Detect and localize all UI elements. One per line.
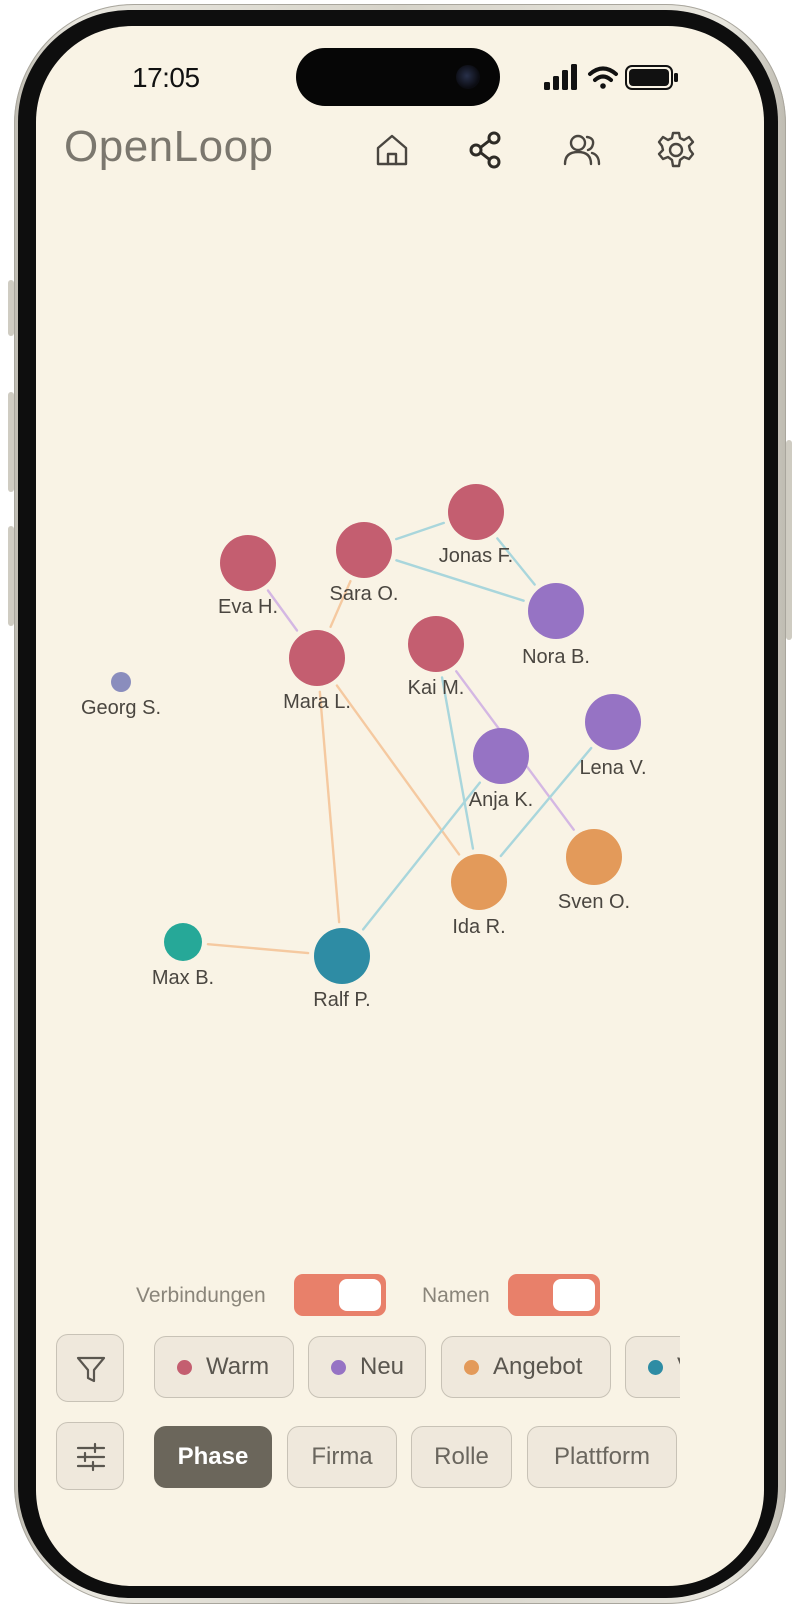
screen: 17:05 OpenLoop (36, 26, 764, 1586)
graph-node-label-georg: Georg S. (81, 697, 161, 719)
filter-button[interactable] (56, 1334, 124, 1402)
graph-edge-sara-jonas (394, 521, 446, 541)
graph-node-mara[interactable] (289, 630, 345, 686)
tab-firma[interactable]: Firma (287, 1426, 397, 1488)
wifi-icon (588, 66, 618, 89)
graph-node-sven[interactable] (566, 829, 622, 885)
users-icon[interactable] (562, 130, 602, 170)
signal-icon (544, 64, 577, 90)
toggle-knob (553, 1279, 595, 1311)
legend-chip-angebot[interactable]: Angebot (441, 1336, 611, 1398)
graph-node-label-sara: Sara O. (330, 583, 399, 605)
side-button-volume-down (8, 526, 14, 626)
graph-edge-sara-mara (329, 579, 352, 629)
graph-node-label-max: Max B. (152, 967, 214, 989)
color-dot (464, 1359, 479, 1375)
graph-node-max[interactable] (164, 923, 202, 961)
graph-edges (206, 521, 593, 955)
graph-node-label-anja: Anja K. (469, 789, 533, 811)
gear-icon[interactable] (656, 130, 696, 170)
color-dot (331, 1359, 346, 1375)
graph-node-label-ralf: Ralf P. (313, 989, 370, 1011)
graph-node-label-jonas: Jonas F. (439, 545, 513, 567)
app-title: OpenLoop (64, 122, 274, 171)
status-time: 17:05 (132, 62, 200, 93)
toggle-knob (339, 1279, 381, 1311)
graph-node-label-nora: Nora B. (522, 646, 590, 668)
network-graph[interactable]: Jonas F. Sara O. Eva H. Nora B. Mara L. Kai M… (36, 26, 764, 1586)
graph-edge-mara-ida (335, 684, 461, 856)
graph-edge-jonas-nora (496, 537, 536, 586)
battery-icon (625, 65, 678, 90)
status-icons (542, 62, 692, 94)
toggle-verbindungen[interactable] (294, 1274, 386, 1316)
toggle-namen[interactable] (508, 1274, 600, 1316)
graph-node-label-lena: Lena V. (579, 757, 646, 779)
graph-edge-kai-ida (440, 676, 475, 850)
graph-nodes: Jonas F. Sara O. Eva H. Nora B. Mara L. Kai M… (81, 484, 647, 1011)
graph-node-sara[interactable] (336, 522, 392, 578)
settings-button[interactable] (56, 1422, 124, 1490)
graph-edge-mara-ralf (318, 690, 341, 924)
graph-node-ida[interactable] (451, 854, 507, 910)
toggle-label-namen: Namen (422, 1284, 490, 1307)
graph-node-kai[interactable] (408, 616, 464, 672)
tab-plattform[interactable]: Plattform (527, 1426, 677, 1488)
chip-label: Neu (360, 1353, 405, 1380)
toggle-label-verbindungen: Verbindungen (136, 1284, 266, 1307)
chip-label: Warm (206, 1353, 270, 1380)
filter-icon (76, 1356, 106, 1383)
graph-node-jonas[interactable] (448, 484, 504, 540)
color-dot (177, 1359, 192, 1375)
graph-node-eva[interactable] (220, 535, 276, 591)
camera-icon (456, 65, 480, 89)
color-dot (648, 1359, 663, 1375)
graph-node-label-ida: Ida R. (452, 916, 505, 938)
dynamic-island (296, 48, 500, 106)
graph-node-georg[interactable] (111, 672, 131, 692)
legend-chip-strip[interactable]: Warm Neu Angebot V (154, 1336, 680, 1400)
graph-node-label-kai: Kai M. (408, 677, 465, 699)
graph-edge-lena-ida (499, 746, 593, 858)
graph-edge-max-ralf (206, 942, 310, 955)
side-button-power (786, 440, 792, 640)
chip-label: Angebot (493, 1353, 583, 1380)
home-icon[interactable] (372, 130, 412, 170)
tab-phase[interactable]: Phase (154, 1426, 272, 1488)
side-button-volume-up (8, 392, 14, 492)
legend-chip-v[interactable]: V (625, 1336, 680, 1398)
graph-edge-eva-mara (266, 589, 299, 632)
graph-node-nora[interactable] (528, 583, 584, 639)
graph-node-ralf[interactable] (314, 928, 370, 984)
graph-node-label-eva: Eva H. (218, 596, 278, 618)
graph-node-label-mara: Mara L. (283, 691, 351, 713)
graph-node-label-sven: Sven O. (558, 891, 630, 913)
share-icon[interactable] (466, 130, 506, 170)
graph-edge-sara-nora (395, 559, 525, 602)
sliders-icon (76, 1442, 106, 1472)
chip-label: V (677, 1353, 680, 1381)
legend-chip-warm[interactable]: Warm (154, 1336, 294, 1398)
graph-node-anja[interactable] (473, 728, 529, 784)
legend-chip-neu[interactable]: Neu (308, 1336, 426, 1398)
tab-rolle[interactable]: Rolle (411, 1426, 512, 1488)
graph-node-lena[interactable] (585, 694, 641, 750)
graph-edge-anja-ralf (361, 781, 482, 931)
side-button-action (8, 280, 14, 336)
